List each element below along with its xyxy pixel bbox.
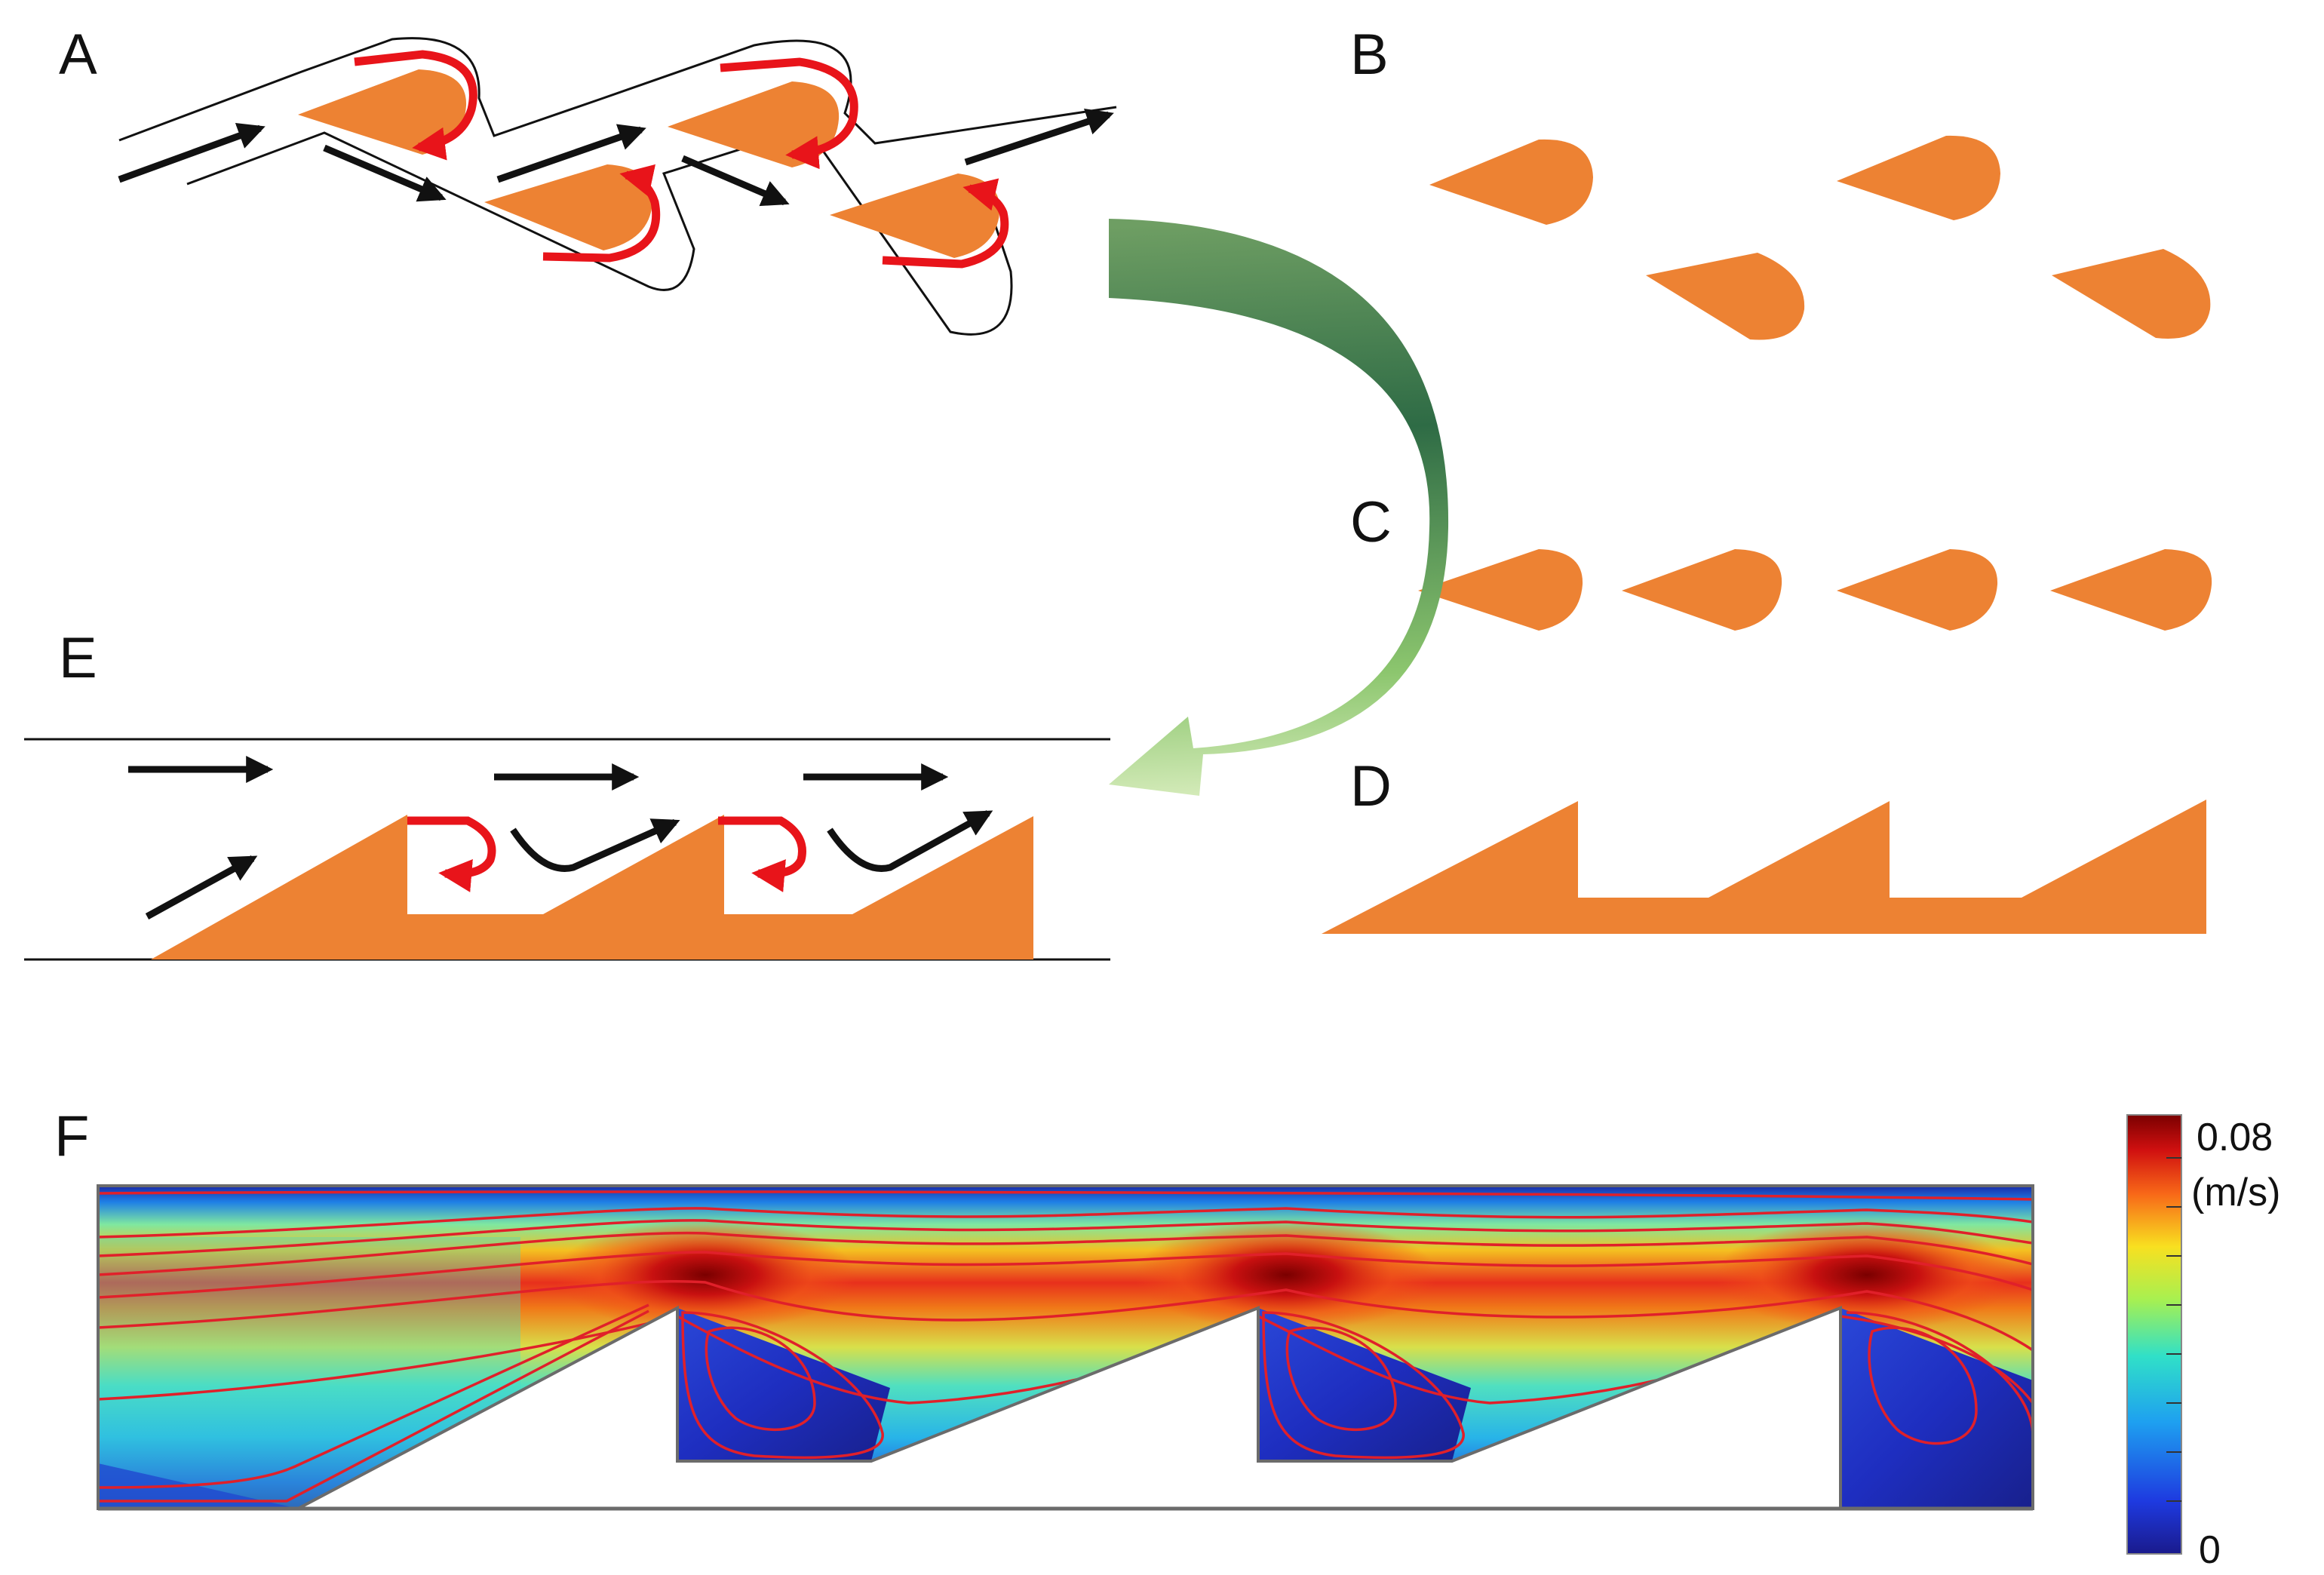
recirculation-cavity — [677, 1308, 890, 1461]
panel-e-ramps — [151, 815, 1033, 959]
panel-label-f: F — [54, 1104, 89, 1168]
panel-a — [118, 37, 1117, 336]
panel-label-a: A — [59, 23, 97, 87]
panel-c-obstacles — [1418, 549, 2212, 631]
panel-a-vortex-arrows — [354, 50, 1009, 269]
panel-f: 0.08 (m/s) 0 — [97, 1114, 2280, 1572]
panel-a-flow-arrows — [118, 108, 1114, 207]
colorbar-max-label: 0.08 — [2197, 1116, 2273, 1159]
panel-label-d: D — [1350, 754, 1392, 818]
panel-e-wake-arrows — [510, 810, 993, 872]
panel-label-c: C — [1350, 490, 1392, 554]
panel-d-obstacles — [1322, 800, 2206, 934]
colorbar-min-label: 0 — [2199, 1528, 2221, 1572]
recirculation-cavity — [1258, 1308, 1471, 1461]
panel-a-obstacles — [298, 69, 1000, 258]
panel-b-obstacles — [1429, 135, 2211, 340]
panel-e-vortex-arrows — [407, 816, 806, 892]
panel-e-flow-arrows — [128, 756, 949, 920]
panel-label-b: B — [1350, 23, 1389, 87]
panel-label-e: E — [59, 626, 97, 690]
colorbar-ticks — [2166, 1157, 2181, 1502]
colorbar — [2126, 1114, 2182, 1555]
recirculation-cavity — [1840, 1308, 2033, 1509]
colorbar-unit-label: (m/s) — [2191, 1171, 2280, 1214]
panel-e — [24, 738, 1110, 961]
connector-curved-arrow — [1109, 219, 1449, 796]
